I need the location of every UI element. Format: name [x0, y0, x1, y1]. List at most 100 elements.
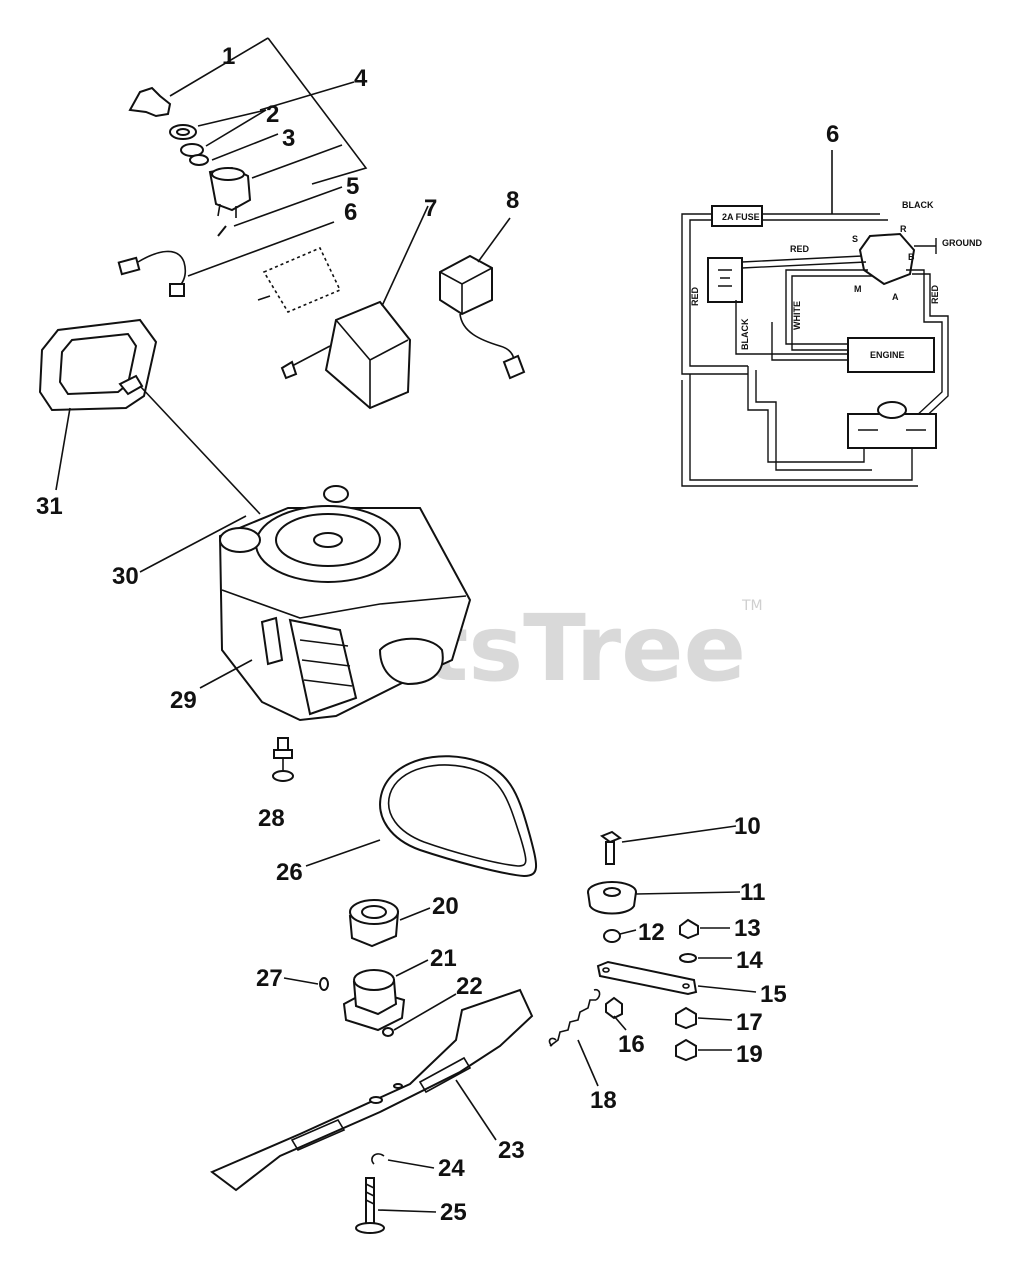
nut-13 [679, 918, 699, 940]
mower-blade [210, 988, 534, 1192]
callout-29: 29 [170, 687, 197, 714]
callout-3: 3 [282, 125, 295, 152]
fuse-label: 2A FUSE [722, 212, 760, 222]
blade-adapter [348, 899, 400, 948]
callout-4: 4 [354, 65, 368, 92]
callout-leader-3 [211, 133, 279, 161]
wire-black-top: BLACK [902, 200, 934, 210]
wire-red-right: RED [930, 284, 940, 304]
callout-leader-30 [139, 515, 247, 573]
blade-washer [371, 1153, 385, 1165]
callout-leader-4 [259, 81, 355, 111]
nut-19 [675, 1038, 697, 1062]
callout-leader-18 [577, 1039, 599, 1087]
callout-leader-8 [477, 217, 511, 263]
callout-leader-26 [305, 839, 381, 867]
idler-bolt [599, 830, 623, 865]
callout-31: 31 [36, 493, 63, 520]
ignition-key [128, 86, 172, 118]
idler-pulley [587, 881, 637, 915]
callout-leader-25 [377, 1209, 437, 1213]
callout-leader-29 [199, 659, 253, 689]
callout-8: 8 [506, 187, 519, 214]
callout-26: 26 [276, 859, 303, 886]
wiring-schematic: 2A FUSE S R B M A GROUND BLACK RED RED B… [681, 150, 982, 487]
callout-27: 27 [256, 965, 283, 992]
battery-charger [439, 254, 526, 380]
callout-17: 17 [736, 1009, 763, 1036]
blade-adapter-lower [342, 969, 406, 1032]
solenoid [847, 413, 937, 449]
callout-15: 15 [760, 981, 787, 1008]
callout-leader-16 [613, 1015, 627, 1031]
callout-10: 10 [734, 813, 761, 840]
callout-5: 5 [346, 173, 359, 200]
battery-symbol [707, 257, 743, 303]
switch-screw [217, 225, 227, 237]
callout-numbers: 1 2 3 4 5 6 6 7 8 10 11 12 13 14 15 16 1… [36, 43, 839, 1226]
wire-black-left: BLACK [740, 318, 750, 350]
switch-washer [180, 143, 209, 166]
callout-leader-23 [455, 1079, 497, 1141]
wire-red-left: RED [690, 286, 700, 306]
callout-leader-2a [197, 109, 267, 127]
callout-leader-27 [283, 977, 319, 985]
callout-leader-24 [387, 1159, 435, 1169]
battery [280, 300, 412, 410]
engine [218, 485, 472, 722]
callout-1: 1 [222, 43, 235, 70]
callout-30: 30 [112, 563, 139, 590]
callout-14: 14 [736, 947, 763, 974]
callout-leader-21 [395, 959, 429, 977]
callout-leader-15 [697, 985, 757, 993]
fuse [711, 205, 763, 227]
callout-19: 19 [736, 1041, 763, 1068]
engine-label: ENGINE [870, 350, 905, 360]
callout-6: 6 [344, 199, 357, 226]
key-switch [858, 232, 916, 286]
spacer-12 [603, 929, 621, 943]
adapter-screw [382, 1027, 394, 1037]
callout-23: 23 [498, 1137, 525, 1164]
callout-leader-10 [621, 825, 737, 843]
callout-12: 12 [638, 919, 665, 946]
callout-16: 16 [618, 1031, 645, 1058]
terminal-b: B [908, 252, 915, 262]
callout-leader-17 [697, 1017, 733, 1021]
callout-18: 18 [590, 1087, 617, 1114]
washer-14 [679, 953, 697, 963]
wire-red-top: RED [790, 244, 810, 254]
callout-20: 20 [432, 893, 459, 920]
ignition-switch [208, 166, 252, 218]
engine-bolt [272, 737, 294, 782]
callout-leader-11 [635, 891, 741, 895]
drive-belt [379, 755, 537, 878]
callout-leader-31 [55, 407, 71, 491]
callout-21: 21 [430, 945, 457, 972]
callout-leader-1 [169, 37, 368, 185]
tension-spring [548, 988, 601, 1047]
switch-nut [169, 124, 197, 140]
wire-white: WHITE [792, 301, 802, 330]
blade-bolt [355, 1177, 385, 1234]
watermark-trademark: TM [741, 598, 763, 614]
callout-leader-2b [205, 109, 267, 147]
callout-leader-20 [399, 907, 431, 921]
callout-7: 7 [424, 195, 437, 222]
wire-harness [117, 250, 187, 297]
callout-leader-4b [251, 144, 343, 179]
mounting-bracket [257, 246, 342, 314]
callout-2: 2 [266, 101, 279, 128]
callout-leader-6 [187, 221, 335, 277]
callout-leader-7 [381, 205, 429, 307]
callout-leader-22 [393, 993, 457, 1031]
terminal-a: A [892, 292, 899, 302]
callout-13: 13 [734, 915, 761, 942]
callout-11: 11 [740, 879, 765, 906]
nut-16 [605, 996, 623, 1020]
throttle-control [38, 318, 158, 412]
woodruff-key [319, 977, 329, 991]
callout-leader-12 [619, 929, 637, 935]
callout-22: 22 [456, 973, 483, 1000]
callout-6-schematic: 6 [826, 121, 839, 148]
